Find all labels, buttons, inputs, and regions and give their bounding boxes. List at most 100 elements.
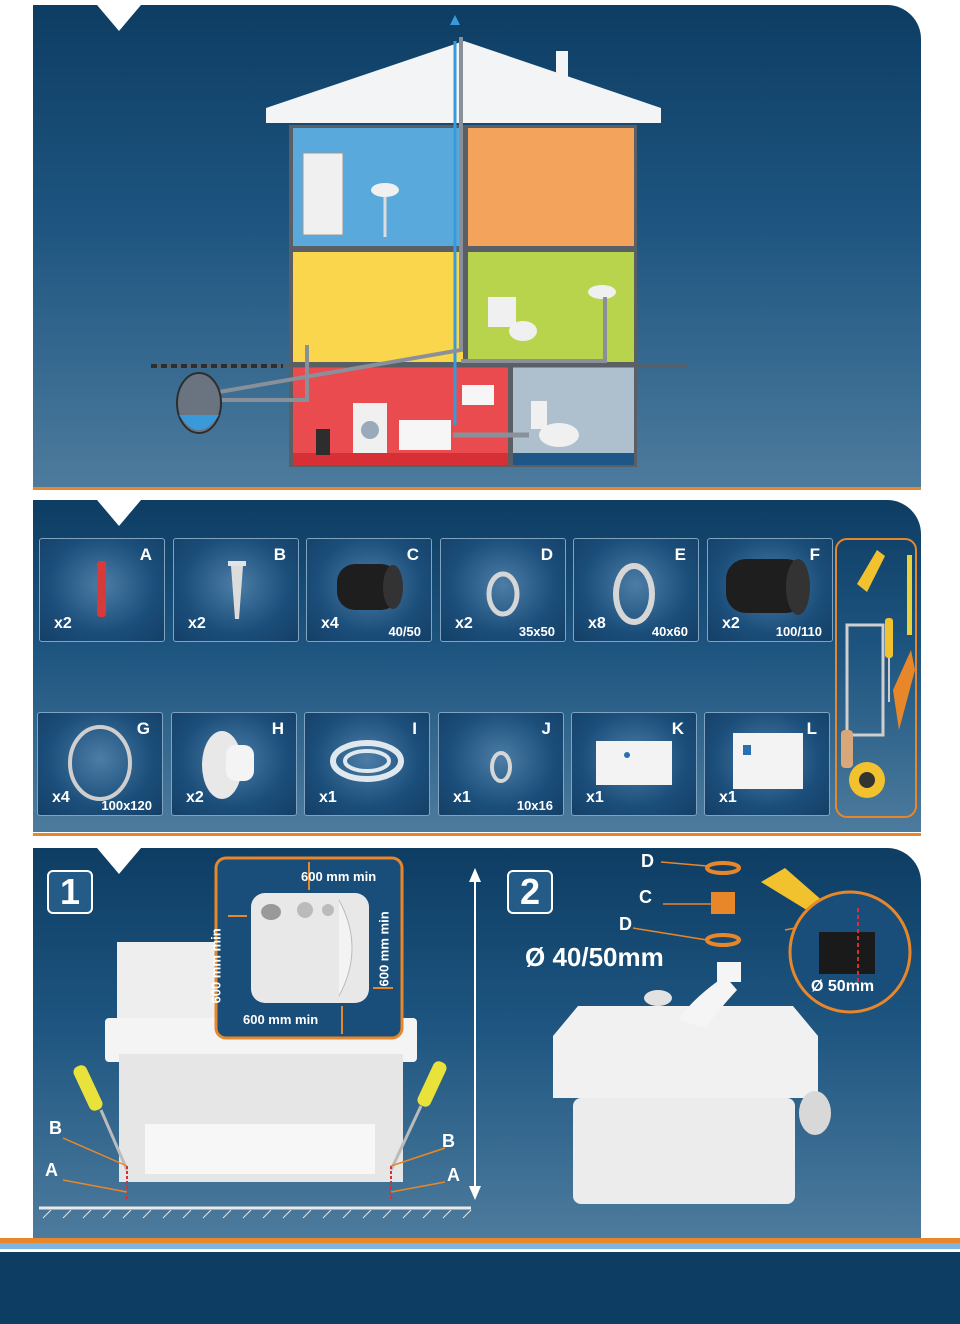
component-qty: x1 — [453, 789, 471, 806]
label-d-bottom: D — [619, 914, 632, 934]
component-letter: H — [271, 719, 284, 738]
toilet-icon — [488, 297, 516, 327]
component-dim: 10x16 — [516, 798, 553, 813]
cut-diameter-label: Ø 50mm — [811, 978, 875, 995]
control-box-icon — [596, 741, 672, 785]
component-card-d: D x2 35x50 — [440, 538, 566, 642]
component-letter: F — [809, 545, 820, 564]
sump-pump-icon — [316, 429, 330, 455]
pump-unit-top — [117, 942, 227, 1022]
house-installation-diagram — [151, 15, 688, 467]
component-qty: x4 — [321, 615, 339, 632]
room-orange — [468, 128, 634, 246]
component-card-e: E x8 40x60 — [573, 538, 699, 642]
component-card-f: F x2 100/110 — [707, 538, 833, 642]
room-yellow — [293, 252, 463, 362]
component-card-a: A x2 — [39, 538, 165, 642]
pump-unit-icon — [399, 420, 451, 450]
component-dim: 40/50 — [388, 624, 421, 639]
pump-unit-lid-2 — [553, 1006, 818, 1098]
chimney — [556, 51, 568, 86]
label-b-right: B — [442, 1131, 455, 1151]
component-qty: x2 — [188, 615, 206, 632]
component-card-i: I x1 — [304, 712, 430, 816]
component-card-k: K x1 — [571, 712, 697, 816]
component-card-c: C x4 40/50 — [306, 538, 432, 642]
component-letter: K — [671, 719, 684, 738]
label-b-left: B — [49, 1118, 62, 1138]
component-qty: x4 — [52, 789, 70, 806]
steps-panel: 1 — [33, 848, 921, 1238]
clearance-top-label: 600 mm min — [301, 869, 377, 884]
large-clamp-icon — [68, 725, 132, 801]
tools-box — [835, 538, 917, 818]
step-2-badge: 2 — [507, 870, 553, 914]
small-clamp-icon — [490, 751, 512, 783]
ring-d-top — [705, 861, 741, 875]
component-letter: I — [412, 719, 417, 738]
step-1-diagram — [39, 856, 481, 1219]
component-dim: 100x120 — [101, 798, 152, 813]
component-qty: x1 — [719, 789, 737, 806]
hose-clamp-icon — [486, 571, 520, 617]
component-dim: 100/110 — [775, 624, 822, 639]
label-d-top: D — [641, 851, 654, 871]
clearance-bottom-label: 600 mm min — [243, 1012, 319, 1027]
component-letter: B — [273, 545, 286, 564]
floor-hatching — [42, 1209, 472, 1219]
component-qty: x8 — [588, 615, 606, 632]
components-panel: A x2 B x2 C x4 40/50 D x2 35x50 E x8 40x… — [33, 500, 921, 832]
component-qty: x1 — [586, 789, 604, 806]
component-qty: x2 — [722, 615, 740, 632]
label-a-left: A — [45, 1160, 58, 1180]
component-letter: L — [806, 719, 817, 738]
rubber-sleeve-icon — [337, 564, 399, 610]
pencil-icon — [907, 555, 912, 635]
step-1-badge: 1 — [47, 870, 93, 914]
component-letter: A — [139, 545, 152, 564]
shower-icon — [302, 152, 344, 236]
large-sleeve-icon — [726, 559, 806, 613]
step-2-diagram — [553, 861, 912, 1204]
pump-unit-body-2 — [573, 1098, 795, 1204]
label-c: C — [639, 887, 652, 907]
installation-overview-panel — [33, 5, 921, 487]
control-panel-icon — [462, 385, 494, 405]
sink-icon — [371, 183, 399, 197]
component-dim: 40x60 — [651, 624, 688, 639]
component-qty: x2 — [455, 615, 473, 632]
hose-clamp-icon — [613, 563, 655, 625]
sink-icon-2 — [588, 285, 616, 299]
alarm-box-icon — [733, 733, 803, 789]
component-letter: D — [540, 545, 553, 564]
component-qty: x1 — [319, 789, 337, 806]
cutter-knife-icon — [857, 550, 885, 592]
sleeve-c — [711, 892, 735, 914]
screw-icon — [228, 561, 246, 566]
component-card-h: H x2 — [171, 712, 297, 816]
component-letter: C — [406, 545, 419, 564]
component-dim: 35x50 — [518, 624, 555, 639]
ring-d-bottom — [705, 933, 741, 947]
spirit-level-icon — [893, 650, 915, 730]
screwdriver-icon — [885, 618, 893, 658]
component-letter: E — [674, 545, 686, 564]
component-qty: x2 — [54, 615, 72, 632]
component-letter: G — [136, 719, 150, 738]
pipe-diameter-label: Ø 40/50mm — [525, 942, 664, 972]
hacksaw-icon — [845, 623, 885, 737]
screwdriver-icon — [73, 1065, 129, 1171]
house-roof — [266, 41, 661, 123]
wall-plug-icon — [97, 561, 106, 617]
component-card-l: L x1 — [704, 712, 830, 816]
footer-bar — [0, 1252, 960, 1324]
component-card-b: B x2 — [173, 538, 299, 642]
tube-icon — [330, 740, 404, 782]
component-card-g: G x4 100x120 — [37, 712, 163, 816]
sleeve-cut-icon — [819, 932, 875, 974]
component-qty: x2 — [186, 789, 204, 806]
discharge-pipe — [212, 37, 463, 395]
screwdriver-icon-2 — [389, 1061, 447, 1171]
inlet-elbow — [678, 976, 737, 1028]
basement-toilet-icon — [531, 401, 547, 429]
